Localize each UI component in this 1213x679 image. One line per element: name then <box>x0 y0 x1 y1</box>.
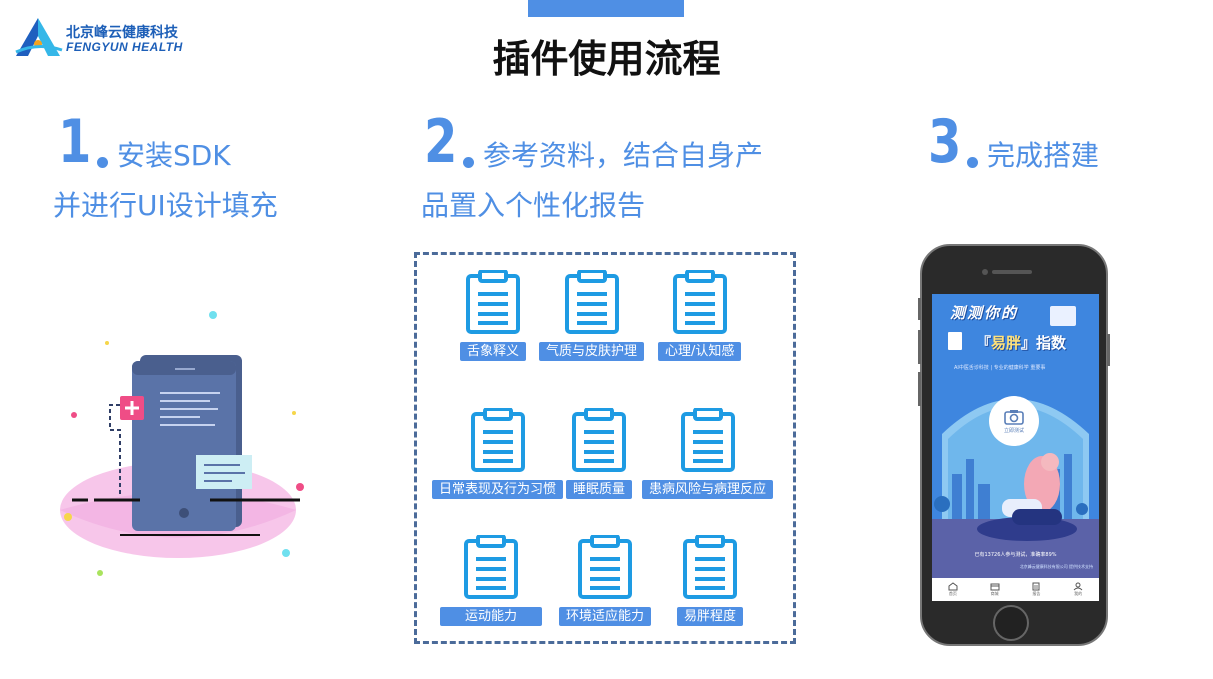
step-dot <box>462 157 474 168</box>
step-2-line-1: 参考资料，结合自身产 <box>482 139 763 172</box>
camera-icon <box>1004 409 1024 425</box>
phone-footer-text: 北京峰云健康科技有限公司 提供技术支持 <box>1019 564 1093 569</box>
phone-bottom-nav: 首页 商城 报告 我的 <box>932 578 1099 601</box>
clipboard-icon <box>672 270 727 334</box>
plugin-daily-behavior[interactable]: 日常表现及行为习惯 <box>432 408 564 499</box>
phone-tagline: AI中医舌诊科技 | 专业的健康科学 重要事 <box>954 365 1046 371</box>
logo-mark-icon <box>15 18 63 56</box>
plugin-label: 运动能力 <box>440 607 543 626</box>
step-number: 1 <box>58 107 92 177</box>
step-number: 3 <box>928 107 962 177</box>
company-logo: 北京峰云健康科技 FENGYUN HEALTH <box>14 16 204 62</box>
phone-camera-label: 立即测试 <box>1003 427 1024 434</box>
plugin-label: 患病风险与病理反应 <box>642 480 774 499</box>
clipboard-icon <box>564 270 619 334</box>
plugin-label: 心理/认知感 <box>658 342 742 361</box>
phone-test-title: 测测你的 <box>950 304 1019 322</box>
clipboard-icon <box>466 270 520 334</box>
plugin-tongue[interactable]: 舌象释义 <box>460 270 527 361</box>
plugin-label: 舌象释义 <box>460 342 527 361</box>
plugin-obesity[interactable]: 易胖程度 <box>677 535 744 626</box>
plugin-sleep[interactable]: 睡眠质量 <box>566 408 633 499</box>
phone-screen: 测测你的 『易胖』指数 AI中医舌诊科技 | 专业的健康科学 重要事 立即测试 … <box>932 294 1099 601</box>
phone-home-button[interactable] <box>993 605 1029 641</box>
phone-side-button <box>918 372 921 406</box>
phone-nav-label: 商城 <box>990 591 999 596</box>
logo-english-name: FENGYUN HEALTH <box>66 40 183 54</box>
plugin-environment[interactable]: 环境适应能力 <box>559 535 652 626</box>
user-icon <box>1073 582 1083 591</box>
plugin-disease-risk[interactable]: 患病风险与病理反应 <box>642 408 774 499</box>
clipboard-icon <box>683 535 737 599</box>
phone-sub-keyword: 易胖 <box>991 334 1022 352</box>
phone-nav-report[interactable]: 报告 <box>1031 582 1041 597</box>
page-title: 插件使用流程 <box>492 37 721 81</box>
step-3-line-1: 完成搭建 <box>986 139 1099 172</box>
clipboard-icon <box>470 408 525 472</box>
step-2: 2 参考资料，结合自身产 品置入个性化报告 <box>421 107 763 222</box>
plugin-label: 环境适应能力 <box>559 607 652 626</box>
phone-nav-label: 首页 <box>948 591 957 596</box>
phone-stat-text: 已有13726人参与测试，准确率89% <box>974 552 1057 558</box>
phone-nav-home[interactable]: 首页 <box>948 582 958 597</box>
clipboard-icon <box>464 535 518 599</box>
phone-camera-button[interactable]: 立即测试 <box>989 396 1039 446</box>
phone-camera <box>982 269 988 275</box>
clipboard-icon <box>572 408 626 472</box>
phone-side-button <box>918 330 921 364</box>
tablet-illustration <box>60 311 304 576</box>
plugin-label: 气质与皮肤护理 <box>539 342 645 361</box>
step-dot <box>966 157 978 168</box>
shop-icon <box>990 583 1000 591</box>
step-1-line-2: 并进行UI设计填充 <box>53 189 278 222</box>
plugin-psychology[interactable]: 心理/认知感 <box>658 270 742 361</box>
phone-sub-left: 『 <box>976 334 992 352</box>
phone-side-button <box>1107 334 1110 366</box>
phone-test-subtitle: 『易胖』指数 <box>976 332 1066 353</box>
clipboard-icon <box>578 535 632 599</box>
phone-speaker <box>992 270 1032 274</box>
logo-chinese-name: 北京峰云健康科技 <box>66 25 178 41</box>
plugin-label: 睡眠质量 <box>566 480 633 499</box>
phone-mockup: 测测你的 『易胖』指数 AI中医舌诊科技 | 专业的健康科学 重要事 立即测试 … <box>918 244 1110 646</box>
home-icon <box>948 582 958 591</box>
plugin-label: 易胖程度 <box>677 607 744 626</box>
plugin-temperament[interactable]: 气质与皮肤护理 <box>539 270 645 361</box>
phone-nav-label: 报告 <box>1032 591 1041 596</box>
phone-sub-right: 』指数 <box>1021 334 1067 352</box>
plugin-box <box>414 252 796 644</box>
phone-nav-shop[interactable]: 商城 <box>990 582 1000 597</box>
step-1-line-1: 安装SDK <box>116 139 231 172</box>
step-1: 1 安装SDK 并进行UI设计填充 <box>53 107 278 222</box>
top-accent-bar <box>528 0 684 17</box>
step-3: 3 完成搭建 <box>928 112 1099 172</box>
plugin-label: 日常表现及行为习惯 <box>432 480 564 499</box>
clipboard-icon <box>680 408 735 472</box>
step-dot <box>96 157 108 168</box>
step-number: 2 <box>424 107 458 177</box>
plugin-exercise[interactable]: 运动能力 <box>440 535 543 626</box>
phone-nav-profile[interactable]: 我的 <box>1073 582 1083 597</box>
report-icon <box>1032 582 1040 591</box>
step-2-line-2: 品置入个性化报告 <box>421 189 646 222</box>
phone-side-button <box>918 298 921 320</box>
phone-nav-label: 我的 <box>1074 591 1083 596</box>
